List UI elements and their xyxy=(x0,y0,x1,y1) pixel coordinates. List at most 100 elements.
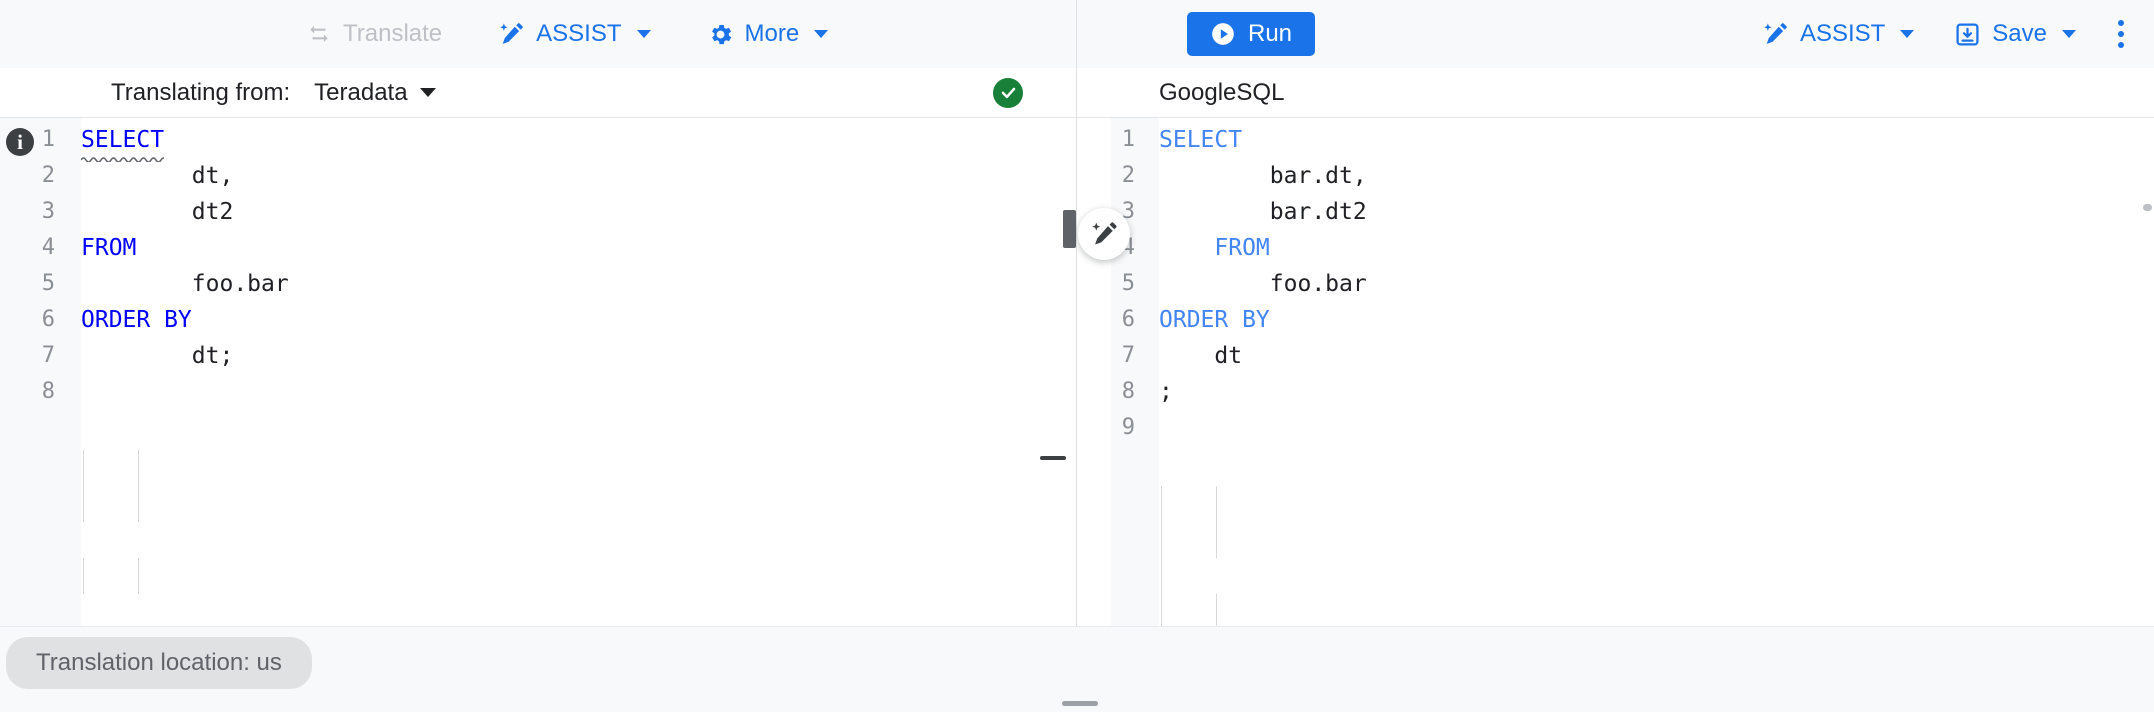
code-line: 6 ORDER BY xyxy=(0,302,1076,338)
assist-fab-button[interactable] xyxy=(1078,208,1130,260)
top-toolbar: Translate ASSIST More xyxy=(0,0,2154,68)
drag-grip-icon[interactable] xyxy=(1062,701,1098,706)
line-number: 8 xyxy=(41,379,55,404)
code-text: bar.dt, xyxy=(1159,163,1367,189)
code-line: 3 bar.dt2 xyxy=(1077,194,2154,230)
magic-pencil-icon xyxy=(1090,220,1119,249)
source-horizontal-scrollbar[interactable] xyxy=(1040,456,1066,460)
code-text: SELECT xyxy=(1159,122,1242,158)
line-number: 3 xyxy=(1121,199,1135,224)
line-number: 1 xyxy=(1121,127,1135,152)
run-button[interactable]: Run xyxy=(1187,12,1316,56)
sql-keyword: SELECT xyxy=(1159,127,1243,153)
code-text: ; xyxy=(1159,379,1173,405)
toolbar-right-group: Run ASSIST xyxy=(1077,0,2154,68)
code-line: 4 FROM xyxy=(0,230,1076,266)
kebab-menu-icon[interactable] xyxy=(2110,14,2132,54)
line-number: 6 xyxy=(41,307,55,332)
magic-pencil-icon xyxy=(1762,21,1789,48)
line-number: 5 xyxy=(1121,271,1135,296)
code-text: dt, xyxy=(81,163,234,189)
code-text: ORDER BY xyxy=(81,302,192,338)
code-line: 4 FROM xyxy=(1077,230,2154,266)
code-line: 1 SELECT xyxy=(1077,122,2154,158)
chevron-down-icon xyxy=(636,30,651,38)
sql-keyword: FROM xyxy=(1214,235,1270,261)
target-gutter xyxy=(1111,118,1159,626)
code-text: SELECT xyxy=(81,122,164,162)
info-icon[interactable]: i xyxy=(6,128,34,156)
squiggly-underline-icon xyxy=(81,157,164,162)
code-line: 9 xyxy=(1077,410,2154,446)
assist-left-button[interactable]: ASSIST xyxy=(492,15,656,54)
code-line: 5 foo.bar xyxy=(1077,266,2154,302)
assist-left-label: ASSIST xyxy=(536,20,622,47)
code-line: 7 dt xyxy=(1077,338,2154,374)
check-circle-icon xyxy=(993,77,1023,108)
source-gutter xyxy=(0,118,81,626)
line-number: 1 xyxy=(41,127,55,152)
chevron-down-icon xyxy=(419,88,436,97)
translation-location-chip: Translation location: us xyxy=(6,637,312,689)
code-line: 8; xyxy=(1077,374,2154,410)
target-dialect-label: GoogleSQL xyxy=(1159,78,1285,106)
code-line: 8 xyxy=(0,374,1076,410)
chevron-down-icon xyxy=(814,30,829,38)
code-line: 1 SELECT xyxy=(0,122,1076,162)
code-line: 7 dt; xyxy=(0,338,1076,374)
code-text: bar.dt2 xyxy=(1159,199,1367,225)
save-icon xyxy=(1954,21,1981,48)
target-pane-header: GoogleSQL xyxy=(1077,68,2154,118)
play-circle-icon xyxy=(1210,21,1236,47)
code-text: dt2 xyxy=(81,199,234,225)
chevron-down-icon xyxy=(2062,30,2076,38)
source-dialect-value: Teradata xyxy=(314,78,408,106)
code-line: 5 foo.bar xyxy=(0,266,1076,302)
code-text: FROM xyxy=(81,230,136,266)
source-dialect-dropdown[interactable]: Teradata xyxy=(314,78,436,107)
save-button[interactable]: Save xyxy=(1948,15,2082,54)
swap-horizontal-icon xyxy=(306,21,332,47)
line-number: 9 xyxy=(1121,415,1135,440)
translating-from-label: Translating from: xyxy=(111,78,291,106)
bottom-status-bar: Translation location: us xyxy=(0,626,2154,712)
target-vertical-scrollbar[interactable] xyxy=(2143,204,2152,211)
code-line: 2 bar.dt, xyxy=(1077,158,2154,194)
source-pane-header: Translating from: Teradata xyxy=(0,68,1076,118)
more-label: More xyxy=(744,20,800,47)
code-text: ORDER BY xyxy=(1159,302,1270,338)
sql-keyword: ORDER BY xyxy=(1159,307,1270,333)
line-number: 6 xyxy=(1121,307,1135,332)
line-number: 2 xyxy=(1121,163,1135,188)
pane-resize-handle[interactable] xyxy=(1063,210,1076,248)
line-number: 8 xyxy=(1121,379,1135,404)
translate-label: Translate xyxy=(343,20,443,47)
code-line: 6 ORDER BY xyxy=(1077,302,2154,338)
code-text: dt xyxy=(1159,343,1243,369)
sql-keyword: FROM xyxy=(81,235,137,261)
line-number: 4 xyxy=(41,235,55,260)
code-line: 2 dt, xyxy=(0,158,1076,194)
code-text: foo.bar xyxy=(81,271,289,297)
line-number: 7 xyxy=(41,343,55,368)
gear-icon xyxy=(707,21,734,48)
run-label: Run xyxy=(1248,20,1293,47)
chevron-down-icon xyxy=(1900,30,1915,38)
save-label: Save xyxy=(1992,20,2047,47)
sql-keyword-warning: SELECT xyxy=(81,127,164,162)
line-number: 2 xyxy=(41,163,55,188)
more-button[interactable]: More xyxy=(701,15,835,54)
sql-keyword: ORDER BY xyxy=(81,307,192,333)
translate-button[interactable]: Translate xyxy=(300,15,448,53)
line-number: 5 xyxy=(41,271,55,296)
magic-pencil-icon xyxy=(498,21,525,48)
code-line: 3 dt2 xyxy=(0,194,1076,230)
assist-right-button[interactable]: ASSIST xyxy=(1756,15,1920,54)
